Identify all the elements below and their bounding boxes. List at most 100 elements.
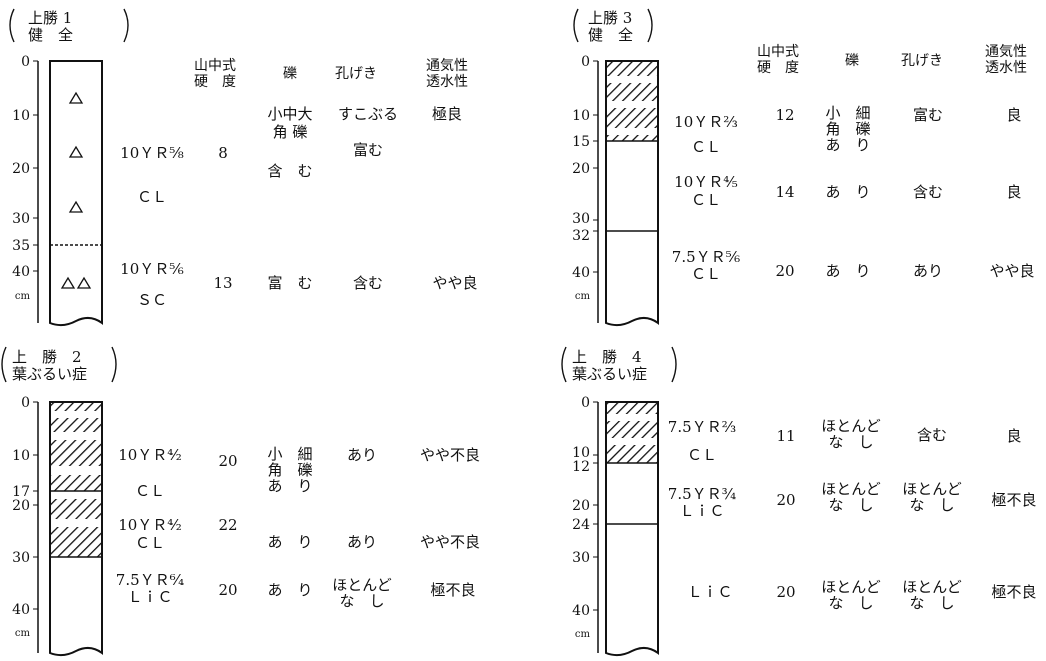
svg-text:健 全: 健 全 xyxy=(28,26,73,44)
svg-text:健 全: 健 全 xyxy=(588,26,633,44)
header-row: 山中式 硬 度 礫 孔げき 通気性 透水性 xyxy=(194,58,468,90)
svg-text:20: 20 xyxy=(12,498,30,514)
svg-text:あ り: あ り xyxy=(825,136,870,154)
svg-text:ＣＬ: ＣＬ xyxy=(691,265,721,283)
svg-text:ＬｉＣ: ＬｉＣ xyxy=(687,583,732,601)
svg-text:40: 40 xyxy=(572,603,590,619)
horizon-row-2: 10ＹＲ⅚ ＳＣ 13 富 む 含む やや良 xyxy=(120,260,477,309)
svg-text:20: 20 xyxy=(218,452,237,470)
svg-text:葉ぶるい症: 葉ぶるい症 xyxy=(12,365,87,383)
svg-text:極良: 極良 xyxy=(432,105,462,123)
svg-text:40: 40 xyxy=(572,265,590,281)
svg-text:20: 20 xyxy=(572,498,590,514)
site-3-profile: 上勝 3 健 全 0 10 15 20 30 32 40 cm xyxy=(572,9,1034,325)
soil-column xyxy=(50,61,102,325)
svg-text:10ＹＲ⅘: 10ＹＲ⅘ xyxy=(674,173,738,191)
svg-text:上 勝 4: 上 勝 4 xyxy=(572,348,642,366)
svg-text:やや良: やや良 xyxy=(432,274,477,292)
svg-text:な し: な し xyxy=(828,433,873,451)
svg-text:22: 22 xyxy=(218,516,237,534)
svg-text:10ＹＲ⁴⁄₂: 10ＹＲ⁴⁄₂ xyxy=(118,516,182,534)
horizon-row-3: ＬｉＣ 20 ほとんど な し ほとんど な し 極不良 xyxy=(687,578,1036,612)
svg-text:7.5ＹＲ⅔: 7.5ＹＲ⅔ xyxy=(668,418,736,436)
svg-text:やや良: やや良 xyxy=(989,262,1034,280)
svg-text:あり: あり xyxy=(913,262,943,280)
svg-text:礫: 礫 xyxy=(845,53,859,69)
svg-text:葉ぶるい症: 葉ぶるい症 xyxy=(572,365,647,383)
svg-text:40: 40 xyxy=(12,602,30,618)
svg-text:な し: な し xyxy=(909,496,954,514)
svg-text:な し: な し xyxy=(828,594,873,612)
svg-text:あ り: あ り xyxy=(267,533,312,551)
svg-text:山中式: 山中式 xyxy=(757,44,799,60)
site-label: 上勝 3 健 全 xyxy=(574,9,652,44)
svg-text:12: 12 xyxy=(775,106,794,124)
svg-text:7.5ＹＲ¾: 7.5ＹＲ¾ xyxy=(668,485,737,503)
svg-text:40: 40 xyxy=(12,264,30,280)
horizon-row-1: 10ＹＲ⁴⁄₂ ＣＬ 20 小 細 角 礫 あ り あり やや不良 xyxy=(118,445,480,500)
svg-text:20: 20 xyxy=(776,583,795,601)
svg-text:15: 15 xyxy=(572,134,590,150)
depth-ticks: 0 10 17 20 30 40 cm xyxy=(12,395,30,639)
svg-text:11: 11 xyxy=(776,427,795,445)
svg-text:20: 20 xyxy=(776,491,795,509)
svg-text:すこぶる: すこぶる xyxy=(338,105,398,123)
svg-text:角 礫: 角 礫 xyxy=(273,123,308,141)
svg-text:良: 良 xyxy=(1006,106,1021,124)
depth-ticks: 0 10 20 30 35 40 cm xyxy=(12,54,30,302)
svg-text:0: 0 xyxy=(581,54,590,70)
svg-text:7.5ＹＲ⁶⁄₄: 7.5ＹＲ⁶⁄₄ xyxy=(116,571,184,589)
svg-text:やや不良: やや不良 xyxy=(420,533,480,551)
svg-text:20: 20 xyxy=(572,161,590,177)
svg-text:透水性: 透水性 xyxy=(426,74,468,90)
svg-text:30: 30 xyxy=(572,550,590,566)
svg-text:極不良: 極不良 xyxy=(991,583,1036,601)
svg-text:32: 32 xyxy=(572,228,590,244)
svg-text:20: 20 xyxy=(775,262,794,280)
svg-text:孔げき: 孔げき xyxy=(335,66,377,82)
site-label: 上 勝 4 葉ぶるい症 xyxy=(562,347,676,383)
svg-text:富む: 富む xyxy=(913,106,943,124)
svg-text:あり: あり xyxy=(347,446,377,464)
svg-text:富む: 富む xyxy=(353,141,383,159)
svg-text:12: 12 xyxy=(572,459,590,475)
svg-text:極不良: 極不良 xyxy=(991,491,1036,509)
svg-text:あ り: あ り xyxy=(267,581,312,599)
svg-text:ＣＬ: ＣＬ xyxy=(691,138,721,156)
site-2-profile: 上 勝 2 葉ぶるい症 0 10 17 20 30 40 cm xyxy=(2,347,480,655)
svg-text:10ＹＲ⁴⁄₂: 10ＹＲ⁴⁄₂ xyxy=(118,446,182,464)
svg-text:ＣＬ: ＣＬ xyxy=(135,482,165,500)
svg-text:富 む: 富 む xyxy=(267,274,312,292)
svg-text:通気性: 通気性 xyxy=(985,44,1027,60)
svg-text:な し: な し xyxy=(909,594,954,612)
svg-text:30: 30 xyxy=(12,550,30,566)
svg-text:良: 良 xyxy=(1006,183,1021,201)
svg-text:ＬｉＣ: ＬｉＣ xyxy=(679,502,724,520)
svg-text:含 む: 含 む xyxy=(267,162,312,180)
svg-text:0: 0 xyxy=(21,395,30,411)
svg-text:0: 0 xyxy=(581,395,590,411)
svg-text:あり: あり xyxy=(347,533,377,551)
svg-text:8: 8 xyxy=(218,144,228,162)
horizon-row-3: 7.5ＹＲ⅚ ＣＬ 20 あ り あり やや良 xyxy=(672,248,1035,283)
svg-text:上勝 1: 上勝 1 xyxy=(28,9,72,27)
svg-text:あ り: あ り xyxy=(267,477,312,495)
hatched-layer xyxy=(50,402,102,557)
svg-text:10ＹＲ⅚: 10ＹＲ⅚ xyxy=(120,260,184,278)
horizon-row-2: 10ＹＲ⁴⁄₂ ＣＬ 22 あ り あり やや不良 xyxy=(118,516,480,552)
svg-text:cm: cm xyxy=(575,629,591,640)
horizon-row-1: 7.5ＹＲ⅔ ＣＬ 11 ほとんど な し 含む 良 xyxy=(668,417,1022,464)
svg-text:な し: な し xyxy=(828,496,873,514)
svg-text:小中大: 小中大 xyxy=(267,105,312,123)
svg-text:14: 14 xyxy=(775,183,794,201)
svg-text:30: 30 xyxy=(12,211,30,227)
svg-text:0: 0 xyxy=(21,54,30,70)
svg-text:ＣＬ: ＣＬ xyxy=(135,534,165,552)
svg-text:上 勝 2: 上 勝 2 xyxy=(12,348,82,366)
svg-text:20: 20 xyxy=(218,581,237,599)
svg-text:硬 度: 硬 度 xyxy=(194,74,236,90)
svg-text:山中式: 山中式 xyxy=(194,58,236,74)
svg-text:透水性: 透水性 xyxy=(985,60,1027,76)
svg-text:極不良: 極不良 xyxy=(430,581,475,599)
